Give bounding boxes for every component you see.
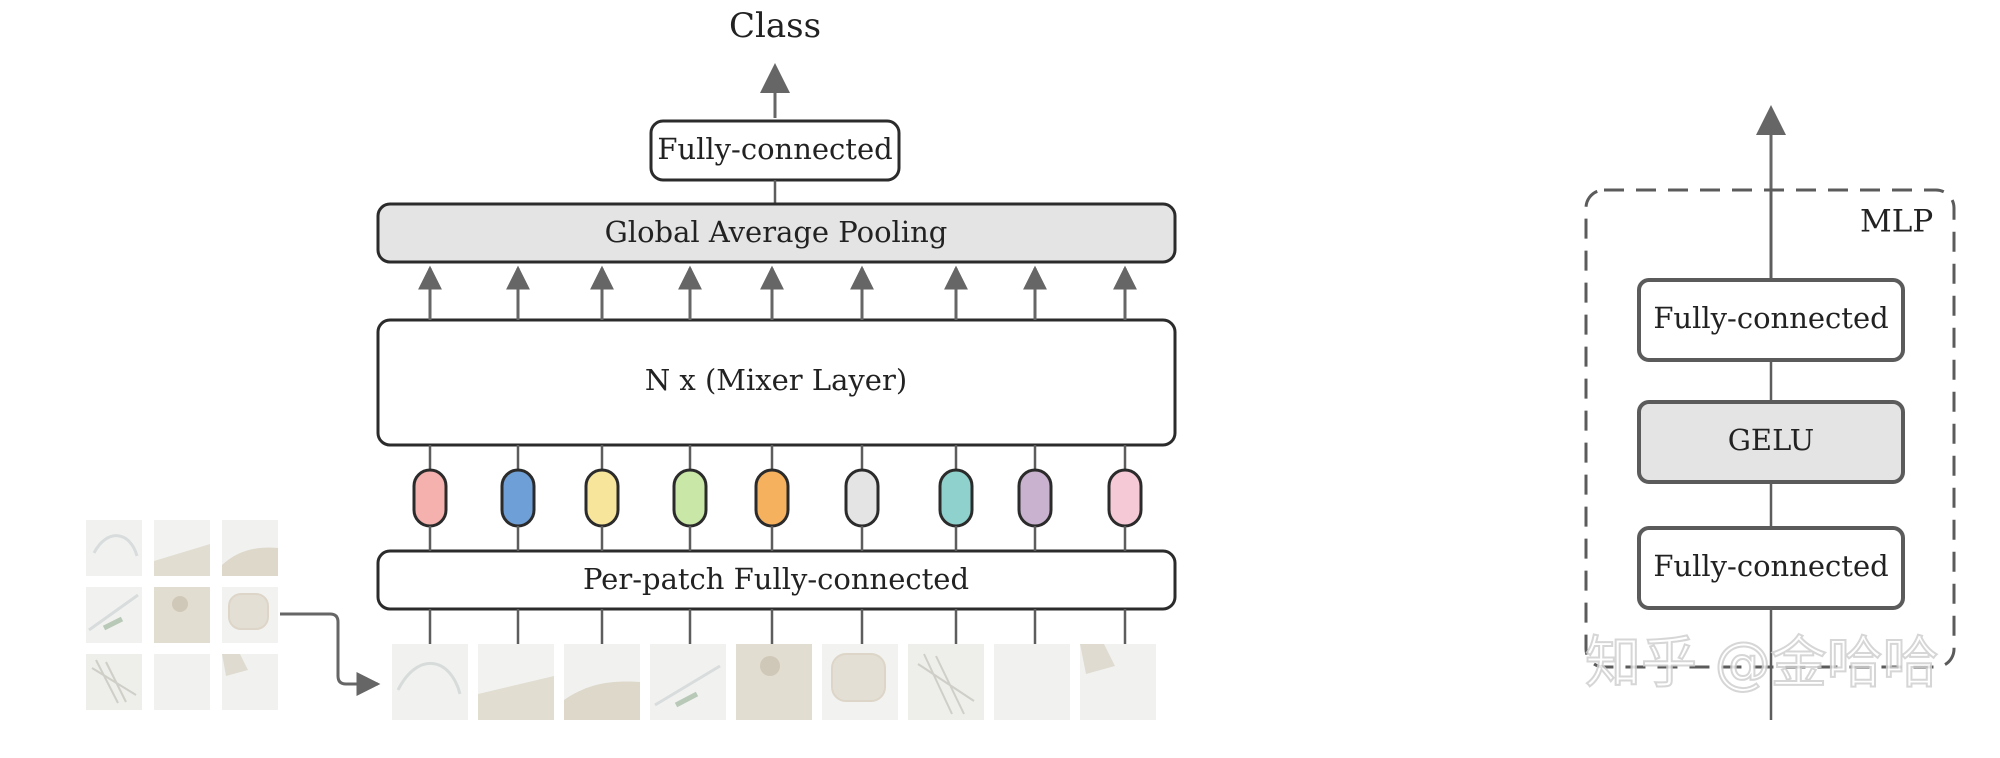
patch-row-tile [650, 644, 726, 720]
token-capsule [938, 468, 974, 528]
token-capsule [1107, 468, 1143, 528]
patch-tile-detail [222, 654, 248, 676]
patch-tile-detail [172, 596, 188, 612]
patch-tile-detail [228, 593, 269, 630]
patch-row-tile-detail [478, 676, 554, 720]
patch-row-tile-detail [564, 681, 640, 720]
patch-row-tile [736, 644, 812, 720]
watermark: 知乎 @金哈哈 [1585, 631, 1939, 696]
patch-row-tile-detail [917, 663, 975, 702]
per-patch-fc-label: Per-patch Fully-connected [583, 562, 969, 596]
fully-connected-top-label: Fully-connected [657, 132, 892, 166]
patch-row-tile-detail [1080, 644, 1115, 674]
patch-row [392, 644, 1156, 720]
token-column [754, 265, 790, 644]
patch-tile [154, 654, 210, 710]
mlp-block: MLP Fully-connected GELU Fully-connected [1584, 105, 1956, 720]
patch-tile-detail [154, 544, 210, 576]
token-column [844, 265, 880, 644]
per-patch-fc-box [376, 549, 1177, 611]
token-column [584, 265, 620, 644]
token-capsule [500, 468, 536, 528]
mlp-fc-top-label: Fully-connected [1653, 301, 1888, 335]
patch-tile-detail [92, 534, 139, 557]
token-column [938, 265, 974, 644]
patch-flow-arrow [280, 612, 381, 696]
patch-tile [154, 587, 210, 643]
patch-tile-detail [222, 547, 278, 576]
global-average-pooling-label: Global Average Pooling [605, 215, 948, 249]
patch-row-tile-detail [831, 653, 886, 702]
mlp-title: MLP [1860, 204, 1933, 240]
patch-row-tile-detail [935, 655, 965, 715]
original-image-patches [86, 520, 278, 710]
patch-tile-detail [91, 667, 137, 696]
token-capsule [844, 468, 880, 528]
token-capsule [584, 468, 620, 528]
patch-row-tile [994, 644, 1070, 720]
patch-tile-detail [88, 593, 139, 632]
patch-row-tile-detail [396, 661, 462, 695]
patch-tile-detail [105, 661, 127, 703]
mixer-layer-box [376, 318, 1177, 447]
patch-row-tile-detail [760, 656, 780, 676]
token-capsule [1017, 468, 1053, 528]
token-column [412, 265, 448, 644]
patch-tile [86, 587, 142, 643]
token-capsule [412, 468, 448, 528]
token-capsule [672, 468, 708, 528]
global-average-pooling-box [376, 202, 1177, 264]
token-column [500, 265, 536, 644]
patch-tile-detail [102, 616, 124, 631]
patch-tile-detail [95, 659, 119, 704]
mlp-gelu-label: GELU [1728, 423, 1814, 457]
patch-row-tile-detail [674, 691, 699, 708]
mixer-layer-label: N x (Mixer Layer) [645, 363, 907, 397]
patch-row-tile-detail [654, 664, 721, 707]
token-capsule [754, 468, 790, 528]
token-column [1107, 265, 1143, 644]
token-column [1017, 265, 1053, 644]
patch-row-tile-detail [923, 653, 953, 715]
token-columns [412, 265, 1143, 644]
token-column [672, 265, 708, 644]
class-label: Class [729, 6, 821, 46]
mlp-fc-bottom-label: Fully-connected [1653, 549, 1888, 583]
